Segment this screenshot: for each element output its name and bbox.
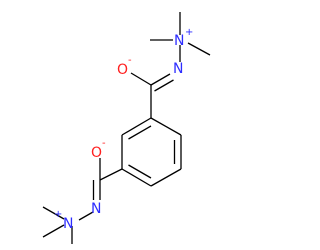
nitrogen-label: N: [173, 61, 183, 77]
carbon-nitrogen-double-bond: [154, 79, 174, 92]
carbon-oxygen-bond: [130, 72, 152, 86]
nitrogen-plus-label: N: [63, 216, 73, 232]
methyl-bond: [42, 206, 65, 220]
upper-substituent: [130, 12, 211, 118]
ring-bond: [121, 168, 152, 187]
benzene-ring: [121, 117, 182, 187]
nitrogen-plus-label: N: [174, 33, 184, 49]
methyl-bond: [42, 224, 65, 238]
ring-bond: [121, 117, 152, 136]
ring-to-carbon-bond: [99, 168, 123, 181]
methyl-bond: [187, 42, 211, 56]
positive-charge-label: +: [54, 209, 62, 220]
molecule-structure-diagram: N + N O - O - N N +: [42, 12, 211, 244]
ring-double-bond: [128, 164, 152, 179]
nitrogen-nitrogen-bond: [78, 211, 94, 221]
ring-bond: [150, 117, 182, 136]
carbon-nitrogen-double-bond: [150, 73, 171, 86]
negative-charge-label: -: [102, 138, 106, 149]
ring-bond: [150, 168, 182, 187]
oxygen-label: O: [91, 145, 102, 161]
lower-substituent: [42, 158, 123, 244]
ring-double-bond: [128, 125, 152, 140]
nitrogen-label: N: [91, 201, 101, 217]
positive-charge-label: +: [185, 27, 193, 38]
negative-charge-label: -: [128, 55, 132, 66]
oxygen-label: O: [117, 62, 128, 78]
